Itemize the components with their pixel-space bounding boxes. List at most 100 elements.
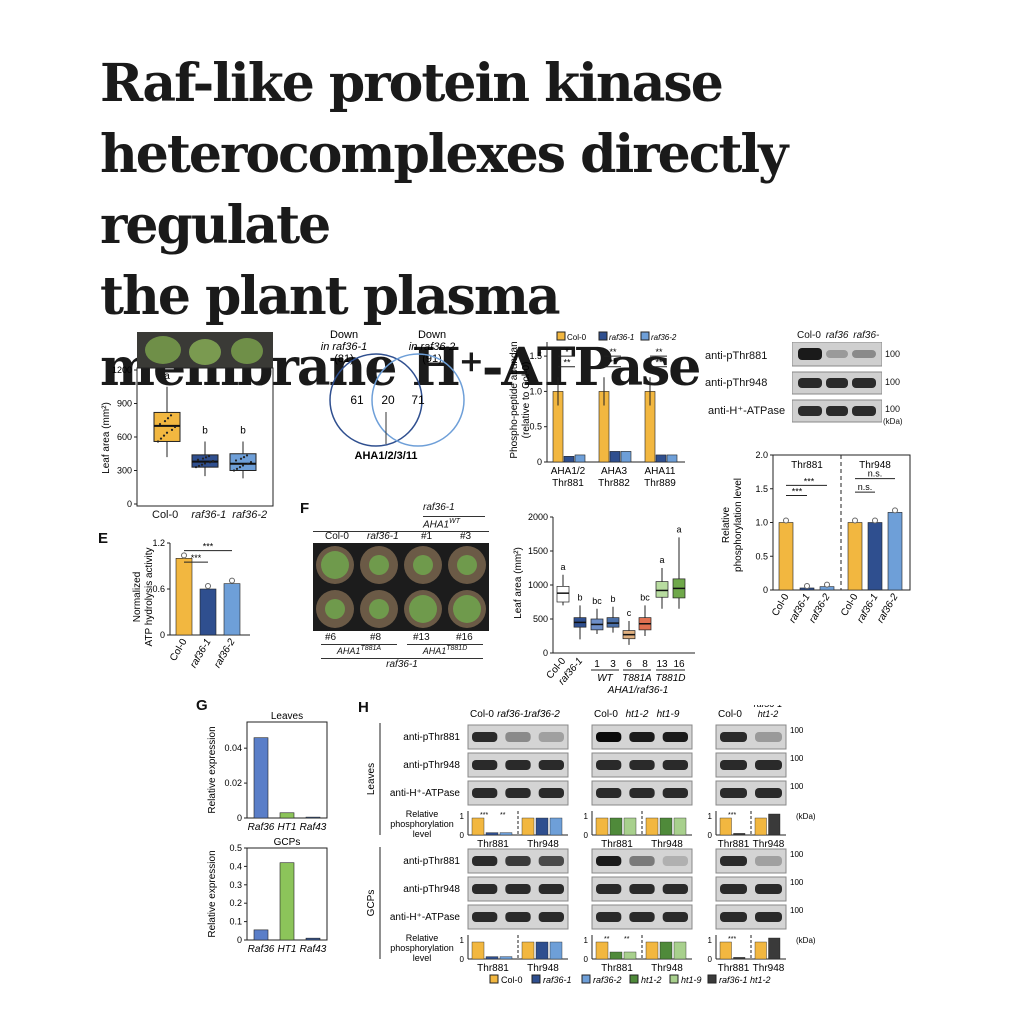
data-point — [201, 457, 205, 460]
x-label: Raf43 — [300, 944, 327, 955]
chart-title: Leaves — [271, 711, 303, 722]
panel-e-chart: Normalized ATP hydrolysis activity 00.61… — [132, 538, 250, 670]
panel-f-label: raf36-1 — [367, 531, 399, 542]
y-tick-label: 0 — [543, 648, 548, 658]
rosette — [369, 555, 389, 575]
data-point — [166, 417, 170, 420]
x-label: Thr881 — [552, 478, 584, 489]
y-tick-label: 1.5 — [755, 484, 768, 494]
y-tick-label: 0 — [763, 585, 768, 595]
section-label: Thr948 — [859, 460, 891, 471]
blot-row-label: anti-H⁺-ATPase — [708, 405, 786, 417]
blot-band — [629, 884, 655, 894]
rosette — [321, 551, 349, 579]
data-point — [245, 454, 249, 457]
x-label: AHA1/2 — [551, 466, 586, 477]
lane-label: raf36-1 — [497, 709, 529, 720]
mini-bar — [623, 817, 637, 836]
x-label: raf36-2 — [212, 637, 238, 670]
bar — [655, 454, 667, 463]
title-line-2: heterocomplexes directly regulate — [100, 124, 788, 256]
venn-right-only: 71 — [411, 393, 425, 407]
x-label: Thr889 — [644, 478, 676, 489]
blot-band — [720, 788, 747, 798]
mini-x-label: Thr948 — [651, 839, 683, 850]
group-label: T881D — [655, 673, 685, 684]
mini-tick: 1 — [708, 936, 713, 945]
blot-band — [755, 732, 782, 742]
rosette — [325, 599, 345, 619]
sig-letter: bc — [640, 592, 650, 602]
panel-h: Col-0raf36-1raf36-2Col-0ht1-2ht1-9Col-0r… — [366, 705, 816, 985]
blot-band — [755, 884, 782, 894]
sig-mark: *** — [792, 487, 803, 497]
legend-swatch — [669, 974, 679, 984]
top-blot-image — [792, 342, 882, 423]
section-label: Leaves — [366, 763, 377, 795]
sig-mark: *** — [804, 476, 815, 486]
bar — [563, 456, 575, 463]
bar — [279, 862, 295, 941]
box — [153, 411, 181, 442]
sig-mark: ** — [500, 812, 506, 819]
blot-band — [755, 760, 782, 770]
rel-label: Relative — [406, 933, 439, 943]
legend-label: raf36-2 — [651, 333, 677, 342]
panel-f-label: #8 — [370, 632, 382, 643]
legend-label: Col-0 — [501, 975, 523, 985]
blot-band — [629, 912, 655, 922]
row-label: anti-pThr948 — [403, 884, 460, 895]
box — [556, 586, 570, 603]
mini-x-label: Thr881 — [477, 963, 509, 974]
kda-label: (kDa) — [796, 812, 816, 821]
blot-band — [629, 856, 655, 866]
data-point — [783, 517, 789, 524]
y-tick-label: 600 — [117, 432, 132, 442]
box — [655, 581, 669, 598]
panel-f-label: #6 — [325, 632, 337, 643]
sig-mark: n.s. — [858, 482, 873, 492]
sig-letter: b — [577, 592, 582, 602]
y-tick-label: 0 — [237, 813, 242, 823]
blot-row-label: anti-pThr881 — [705, 350, 768, 362]
blot-band — [662, 884, 688, 894]
marker-label: 100 — [790, 906, 804, 915]
panel-f-box-ylabel: Leaf area (mm²) — [513, 547, 524, 619]
mini-bar — [609, 951, 623, 960]
x-label: Thr882 — [598, 478, 630, 489]
bar — [305, 937, 321, 941]
y-tick-label: 500 — [533, 614, 548, 624]
kda-label: (kDa) — [796, 936, 816, 945]
blot-band — [662, 856, 688, 866]
y-tick-label: 0 — [127, 499, 132, 509]
sig-letter: a — [560, 562, 565, 572]
data-point — [249, 461, 253, 464]
data-point — [229, 577, 235, 584]
venn-callout: AHA1/2/3/11 — [355, 450, 418, 462]
box — [229, 453, 257, 471]
x-label: raf36-1 — [188, 637, 213, 670]
panel-f-footer: raf36-1 — [321, 658, 483, 670]
sig-mark: ** — [655, 347, 663, 357]
blot-row-label: anti-pThr948 — [705, 377, 768, 389]
x-label: 13 — [656, 659, 668, 670]
legend-label: raf36-1 — [609, 333, 634, 342]
blot-band — [505, 788, 531, 798]
group-label: WT — [597, 673, 613, 684]
mini-x-label: Thr948 — [753, 963, 785, 974]
venn-right-count: (91) — [422, 353, 442, 365]
data-point — [158, 422, 162, 426]
legend-swatch — [581, 974, 591, 984]
data-point — [197, 464, 201, 468]
legend-swatch — [707, 974, 717, 984]
y-tick-label: 1200 — [112, 365, 132, 375]
mini-x-label: Thr948 — [651, 963, 683, 974]
bar — [867, 522, 883, 591]
bar — [253, 929, 269, 941]
blot-band — [505, 856, 531, 866]
blot-band — [538, 732, 564, 742]
x-label: 6 — [626, 659, 632, 670]
